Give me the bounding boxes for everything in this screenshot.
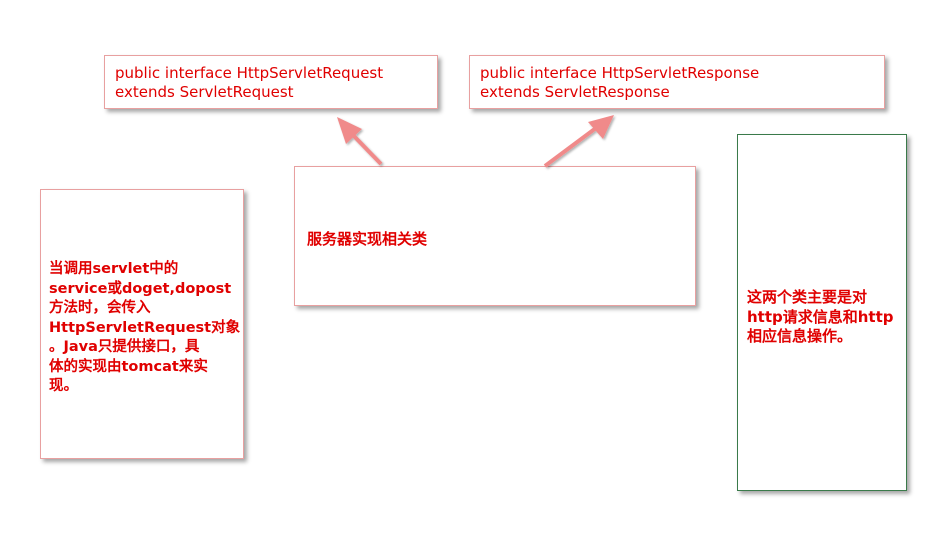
left-note-box: 当调用servlet中的 service或doget,dopost 方法时，会传… xyxy=(40,189,244,459)
arrow-to-request xyxy=(337,117,383,166)
response-interface-line1: public interface HttpServletResponse xyxy=(480,64,760,82)
arrow-to-response xyxy=(543,115,614,168)
response-interface-line2: extends ServletResponse xyxy=(480,83,670,101)
server-impl-box: 服务器实现相关类 xyxy=(294,166,696,306)
request-interface-box: public interface HttpServletRequest exte… xyxy=(104,55,438,109)
right-note-box: 这两个类主要是对 http请求信息和http 相应信息操作。 xyxy=(737,134,907,491)
request-interface-line1: public interface HttpServletRequest xyxy=(115,64,384,82)
server-impl-text: 服务器实现相关类 xyxy=(307,230,428,248)
response-interface-box: public interface HttpServletResponse ext… xyxy=(469,55,885,109)
request-interface-line2: extends ServletRequest xyxy=(115,83,294,101)
left-note-text: 当调用servlet中的 service或doget,dopost 方法时，会传… xyxy=(49,261,241,394)
right-note-text: 这两个类主要是对 http请求信息和http 相应信息操作。 xyxy=(747,288,894,345)
